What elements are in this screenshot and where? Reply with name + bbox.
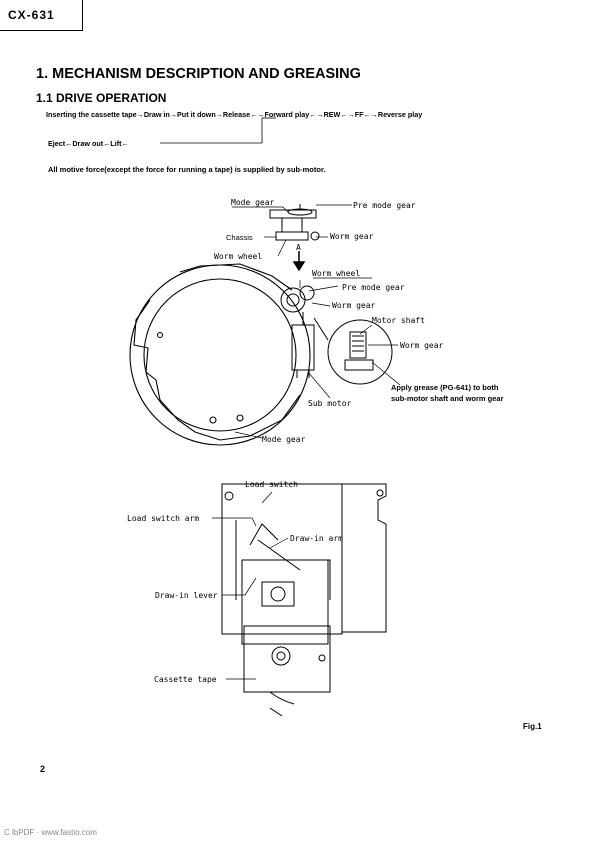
label-pre-mode-gear: Pre mode gear [353, 201, 416, 210]
note-text: All motive force(except the force for ru… [48, 165, 326, 174]
model-box [0, 0, 83, 31]
watermark: C lbPDF · www.fastio.com [4, 828, 97, 837]
section-subtitle: 1.1 DRIVE OPERATION [36, 91, 167, 105]
sequence-line-1: Inserting the cassette tape→Draw in→Put … [46, 110, 423, 119]
label-worm-gear-2: Worm gear [332, 301, 376, 310]
model-number: CX-631 [8, 8, 55, 22]
label-sub-motor: Sub motor [308, 399, 352, 408]
label-worm-gear: Worm gear [330, 232, 374, 241]
label-chassis: Chassis [226, 233, 253, 242]
label-motor-shaft: Motor shaft [372, 316, 425, 325]
label-worm-gear-3: Worm gear [400, 341, 444, 350]
label-draw-in-arm: Draw-in arm [290, 534, 343, 543]
label-cassette-tape: Cassette tape [154, 675, 217, 684]
label-worm-wheel-2: Worm wheel [312, 269, 361, 278]
label-mode-gear-2: Mode gear [262, 435, 306, 444]
drive-unit-drawing [221, 483, 387, 717]
label-mode-gear: Mode gear [231, 198, 275, 207]
section-title: 1. MECHANISM DESCRIPTION AND GREASING [36, 66, 361, 82]
label-grease-2: sub-motor shaft and worm gear [391, 394, 504, 403]
mode-gear-ring [129, 263, 311, 446]
page-number: 2 [40, 764, 46, 774]
label-pre-mode-gear-2: Pre mode gear [342, 283, 405, 292]
label-load-switch-arm: Load switch arm [127, 514, 200, 523]
figure-label: Fig.1 [523, 722, 542, 731]
sub-motor-assembly [280, 285, 315, 378]
label-grease-1: Apply grease (PG-641) to both [391, 383, 499, 392]
label-worm-wheel: Worm wheel [214, 252, 263, 261]
mode-gear-assembly [269, 204, 320, 241]
label-draw-in-lever: Draw-in lever [155, 591, 218, 600]
leader-lines-bottom [212, 491, 289, 680]
label-load-switch: Load switch [245, 480, 298, 489]
arrow-a [292, 251, 306, 272]
leader-lines-top [232, 204, 401, 439]
detail-circle [313, 317, 393, 385]
label-arrow-a: A [296, 243, 301, 252]
sequence-line-2: Eject←Draw out←Lift← [48, 139, 129, 148]
